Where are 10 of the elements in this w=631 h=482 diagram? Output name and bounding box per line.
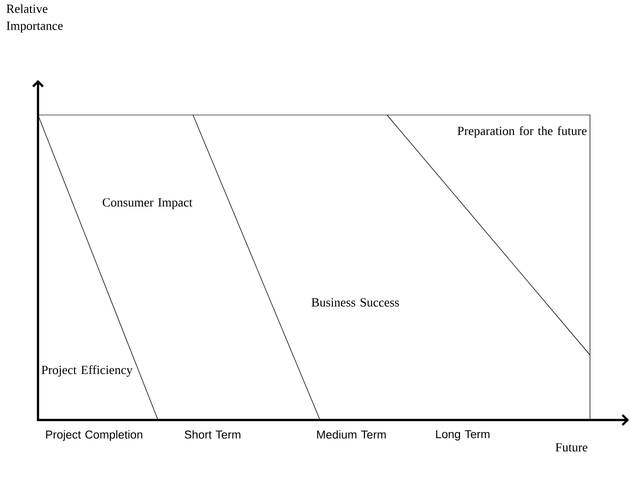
region-label: Project Efficiency (42, 365, 133, 377)
tick-label: Long Term (436, 430, 490, 440)
region-label: Business Success (312, 298, 399, 307)
region-label: Consumer Impact (102, 198, 192, 210)
tick-label: Project Completion (46, 430, 142, 441)
tick-label: Medium Term (317, 430, 386, 439)
axis-label: Future (556, 443, 588, 452)
axis-label: Relative Importance (6, 4, 63, 33)
region-label: Preparation for the future (458, 126, 587, 138)
tick-label: Short Term (184, 430, 240, 439)
